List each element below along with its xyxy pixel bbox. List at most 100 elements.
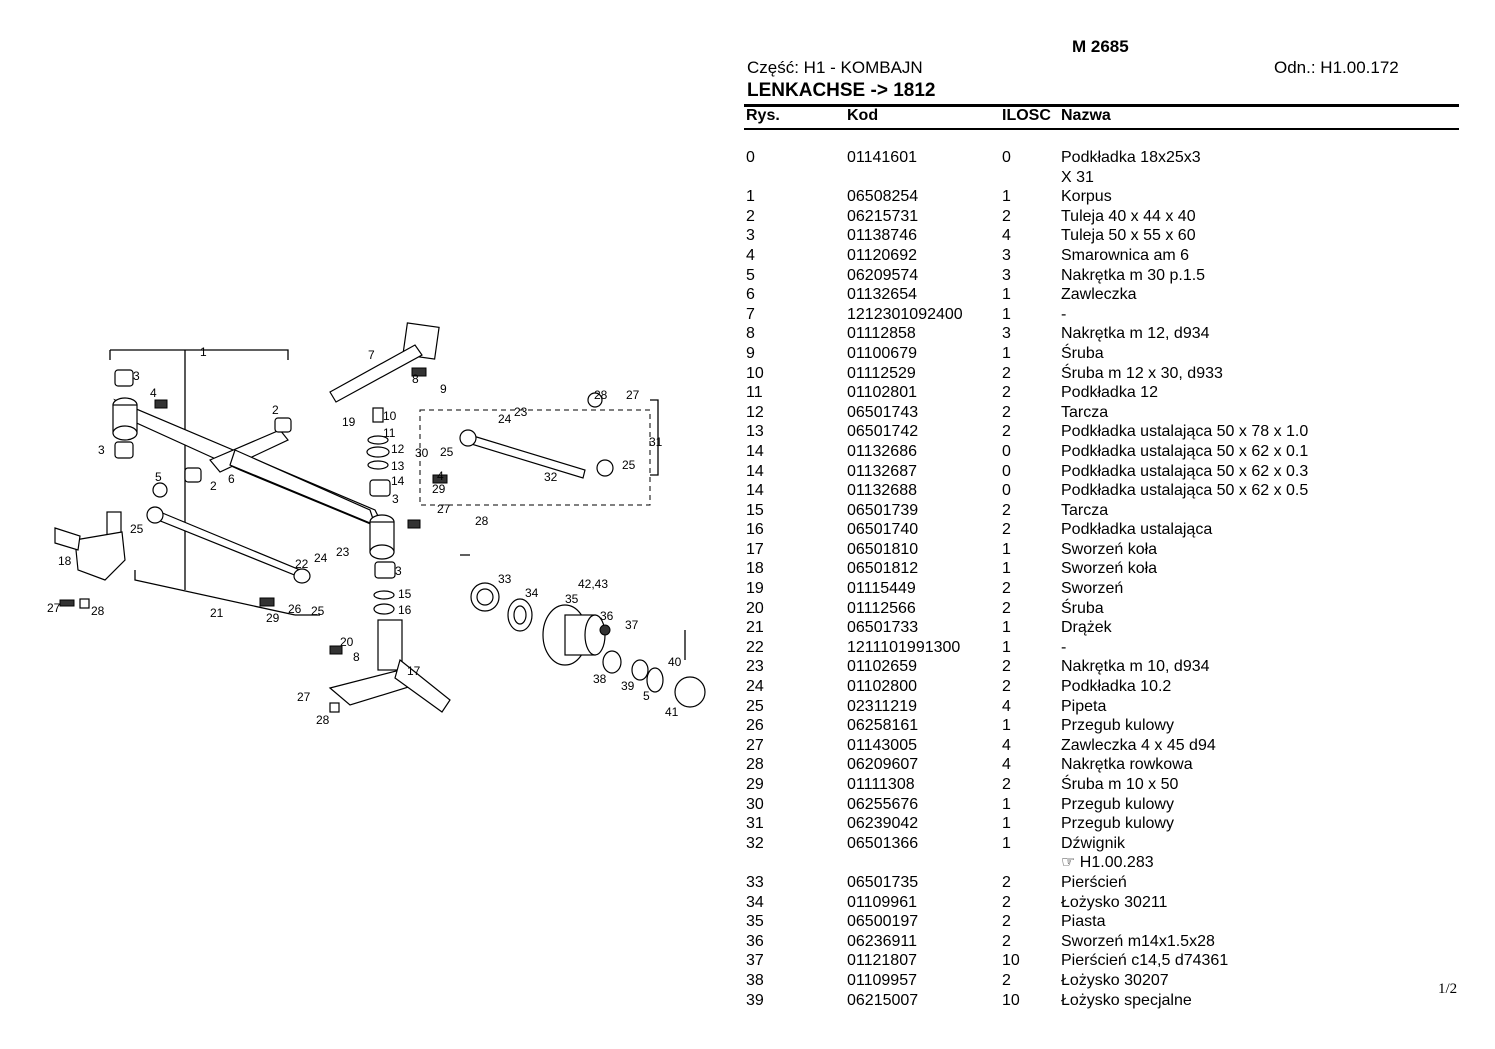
cell-rys: 5 (746, 266, 755, 284)
cell-kod: 06255676 (847, 795, 919, 813)
svg-text:8: 8 (412, 372, 419, 386)
cell-rys: 7 (746, 305, 755, 323)
cell-nazwa: Podkładka 12 (1061, 384, 1158, 402)
svg-text:4: 4 (150, 386, 157, 400)
col-header-ilosc: ILOSC (1002, 107, 1051, 124)
cell-nazwa: Tuleja 40 x 44 x 40 (1061, 207, 1196, 225)
svg-text:22: 22 (295, 557, 309, 571)
cell-ilosc: 1 (1002, 834, 1011, 852)
cell-nazwa: Pierścień c14,5 d74361 (1061, 952, 1229, 970)
cell-rys: 23 (746, 658, 764, 676)
cell-rys: 25 (746, 697, 764, 715)
cell-kod: 06209607 (847, 756, 919, 774)
svg-text:42,43: 42,43 (578, 577, 608, 591)
cell-ilosc: 0 (1002, 462, 1011, 480)
cell-nazwa: Śruba m 10 x 50 (1061, 776, 1179, 793)
svg-text:25: 25 (130, 522, 144, 536)
cell-nazwa: Śruba (1061, 599, 1104, 617)
cell-nazwa: Nakrętka m 10, d934 (1061, 658, 1210, 676)
cell-ilosc: 2 (1002, 580, 1011, 598)
cell-rys: 8 (746, 325, 755, 343)
cell-ilosc: 2 (1002, 501, 1011, 519)
cell-rys: 10 (746, 364, 764, 382)
cell-ilosc: 1 (1002, 286, 1011, 304)
cell-kod: 01115449 (847, 580, 916, 598)
cell-rys: 14 (746, 482, 764, 500)
cell-rys: 21 (746, 619, 764, 637)
cell-kod: 01111308 (847, 776, 915, 793)
cell-ilosc: 4 (1002, 697, 1011, 715)
cell-kod: 01132654 (847, 286, 917, 304)
svg-text:13: 13 (391, 459, 405, 473)
cell-ilosc: 1 (1002, 540, 1011, 558)
cell-nazwa: Sworzeń koła (1061, 560, 1158, 578)
cell-kod: 01143005 (847, 736, 917, 754)
cell-rys: 0 (746, 149, 755, 166)
svg-text:39: 39 (621, 679, 635, 693)
table-row: X 31 (746, 168, 1456, 188)
cell-ilosc: 0 (1002, 482, 1011, 500)
cell-rys: 9 (746, 344, 755, 362)
cell-nazwa: Łożysko specjalne (1061, 991, 1192, 1009)
svg-text:27: 27 (47, 601, 61, 615)
svg-text:2: 2 (210, 479, 217, 493)
cell-ilosc: 2 (1002, 971, 1011, 989)
cell-nazwa: Zawleczka 4 x 45 d94 (1061, 736, 1216, 754)
cell-kod: 01121807 (847, 952, 917, 970)
cell-rys: 13 (746, 423, 764, 441)
cell-ilosc: 1 (1002, 619, 1011, 637)
svg-text:3: 3 (395, 564, 402, 578)
cell-rys: 26 (746, 717, 764, 735)
cell-ilosc: 2 (1002, 913, 1011, 931)
cell-kod: 1212301092400 (847, 305, 963, 323)
cell-ilosc: 1 (1002, 188, 1011, 206)
cell-rys: 33 (746, 873, 764, 891)
cell-rys: 16 (746, 521, 764, 539)
cell-kod: 01102659 (847, 658, 917, 676)
cell-rys: 24 (746, 678, 764, 696)
part-label: Część: H1 - KOMBAJN (747, 58, 923, 77)
svg-text:24: 24 (314, 551, 328, 565)
cell-ilosc: 2 (1002, 384, 1011, 402)
cell-kod: 01141601 (847, 149, 917, 166)
cell-nazwa: Przegub kulowy (1061, 815, 1174, 833)
cell-ilosc: 2 (1002, 521, 1011, 539)
axle-drawing: 1 2 2 3 3 3 3 4 4 5 5 6 7 8 8 9 10 11 12… (47, 322, 706, 727)
cell-kod: 06258161 (847, 717, 919, 735)
svg-text:5: 5 (643, 689, 650, 703)
svg-text:4: 4 (437, 469, 444, 483)
exploded-axle-diagram: 1 2 2 3 3 3 3 4 4 5 5 6 7 8 8 9 10 11 12… (30, 300, 710, 730)
svg-text:18: 18 (58, 554, 72, 568)
svg-text:19: 19 (342, 415, 356, 429)
svg-text:3: 3 (98, 443, 105, 457)
cell-nazwa: Podkładka 10.2 (1061, 678, 1172, 696)
svg-text:37: 37 (625, 618, 639, 632)
cell-nazwa: Śruba (1061, 344, 1104, 362)
cell-kod: 06501739 (847, 501, 919, 519)
cell-kod: 06215007 (847, 991, 919, 1009)
cell-kod: 01132686 (847, 442, 917, 460)
svg-text:3: 3 (133, 369, 140, 383)
svg-text:6: 6 (228, 472, 235, 486)
svg-text:5: 5 (155, 470, 162, 484)
cell-kod: 01109957 (847, 971, 917, 989)
cell-nazwa: - (1061, 638, 1067, 656)
cell-nazwa: Zawleczka (1061, 286, 1137, 304)
section-title: LENKACHSE -> 1812 (747, 80, 936, 101)
svg-text:32: 32 (544, 470, 558, 484)
cell-rys: 35 (746, 913, 764, 931)
